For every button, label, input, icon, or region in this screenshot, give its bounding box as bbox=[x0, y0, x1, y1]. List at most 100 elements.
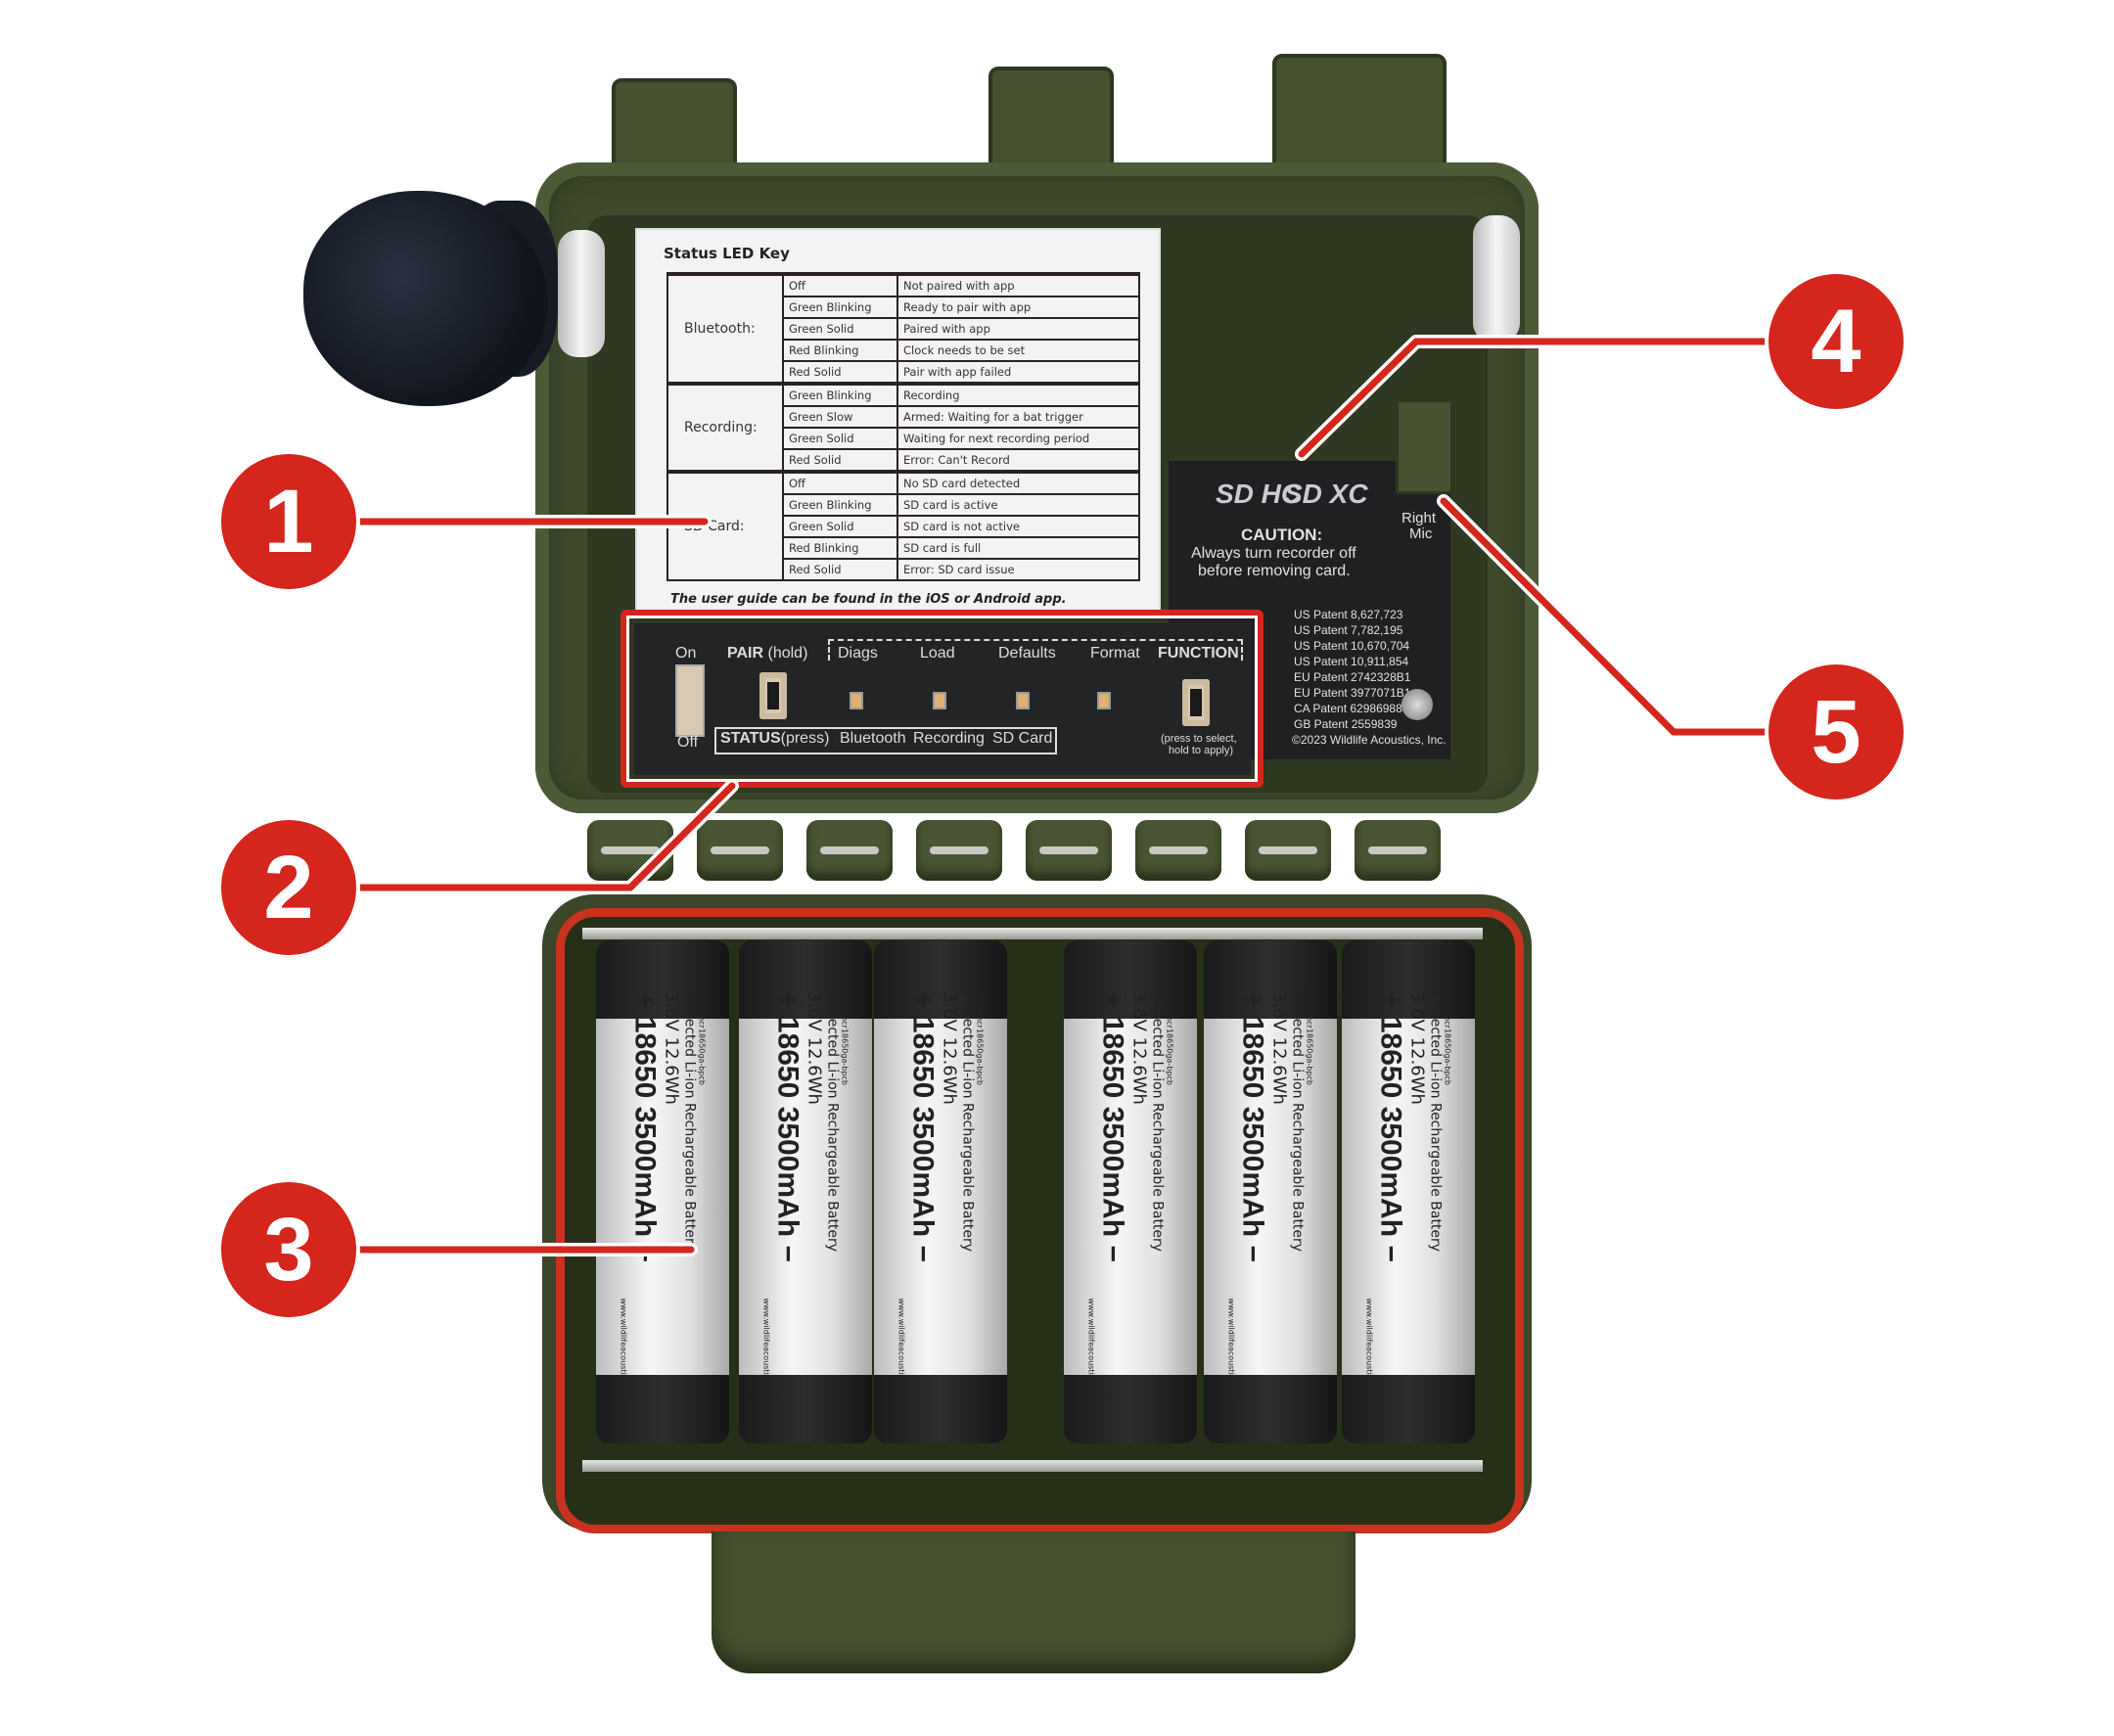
hinge-pin bbox=[1039, 846, 1098, 854]
screw bbox=[1402, 689, 1433, 720]
battery-wrap: Part#:ncr18650ga-bpcb Protected Li-ion R… bbox=[874, 991, 1007, 1402]
callout-line-5 bbox=[1440, 497, 1805, 736]
led-2 bbox=[933, 692, 946, 709]
led-state: Off bbox=[782, 272, 898, 297]
battery-wrap: Part#:ncr18650ga-bpcb Protected Li-ion R… bbox=[1342, 991, 1475, 1402]
hinge-knuckle bbox=[916, 820, 1002, 881]
hinge-knuckle bbox=[806, 820, 893, 881]
led-state: Red Blinking bbox=[782, 536, 898, 560]
led-state: Green Solid bbox=[782, 317, 898, 341]
patent-line: US Patent 10,911,854 bbox=[1294, 655, 1409, 668]
led-state: Off bbox=[782, 470, 898, 495]
led-state: Green Blinking bbox=[782, 382, 898, 407]
status-label-bold: STATUS bbox=[720, 730, 781, 747]
sdhc-logo: SD HC bbox=[1216, 479, 1302, 509]
led-state: Green Blinking bbox=[782, 493, 898, 517]
caution-line-2: before removing card. bbox=[1198, 563, 1351, 579]
led-meaning: Ready to pair with app bbox=[896, 296, 1140, 319]
patent-line: EU Patent 3977071B1 bbox=[1294, 686, 1411, 700]
function-button[interactable] bbox=[1182, 679, 1210, 726]
led-meaning: SD card is active bbox=[896, 493, 1140, 517]
pair-label: PAIR (hold) bbox=[727, 645, 807, 662]
function-group-outline bbox=[828, 639, 1243, 661]
hinge-pin bbox=[820, 846, 879, 854]
callout-4: 4 bbox=[1769, 274, 1904, 409]
battery-wrap: Part#:ncr18650ga-bpcb Protected Li-ion R… bbox=[1204, 991, 1337, 1402]
status-label: STATUS(press) bbox=[720, 730, 829, 748]
callout-5: 5 bbox=[1769, 664, 1904, 799]
battery-18650[interactable]: Part#:ncr18650ga-bpcb Protected Li-ion R… bbox=[739, 940, 872, 1443]
patent-line: US Patent 7,782,195 bbox=[1294, 623, 1403, 637]
pair-status-button[interactable] bbox=[759, 672, 787, 719]
hinge-knuckle bbox=[1026, 820, 1112, 881]
patent-line: US Patent 10,670,704 bbox=[1294, 639, 1410, 653]
caution-line-1: Always turn recorder off bbox=[1191, 545, 1356, 562]
status-group-outline bbox=[714, 727, 1057, 754]
callout-line-4-outline bbox=[1295, 335, 1808, 461]
battery-18650[interactable]: Part#:ncr18650ga-bpcb Protected Li-ion R… bbox=[874, 940, 1007, 1443]
patent-line: US Patent 8,627,723 bbox=[1294, 608, 1403, 621]
status-sd-card: SD Card bbox=[992, 730, 1053, 747]
caution-title: CAUTION: bbox=[1241, 525, 1323, 544]
battery-18650[interactable]: Part#:ncr18650ga-bpcb Protected Li-ion R… bbox=[1342, 940, 1475, 1443]
user-guide-note: The user guide can be found in the iOS o… bbox=[670, 592, 1067, 607]
hinge-knuckle bbox=[1355, 820, 1441, 881]
led-meaning: Armed: Waiting for a bat trigger bbox=[896, 405, 1140, 429]
led-group-label: Bluetooth: bbox=[666, 272, 784, 385]
function-hint-2: hold to apply) bbox=[1169, 745, 1234, 756]
hinge-pin bbox=[1149, 846, 1208, 854]
callout-1: 1 bbox=[221, 454, 356, 589]
patent-line: GB Patent 2559839 bbox=[1294, 717, 1398, 731]
callout-line-2-outline bbox=[316, 779, 739, 894]
battery-wrap: Part#:ncr18650ga-bpcb Protected Li-ion R… bbox=[596, 991, 729, 1402]
hinge-knuckle bbox=[697, 820, 783, 881]
right-mic-label-2: Mic bbox=[1409, 525, 1433, 542]
callout-2: 2 bbox=[221, 820, 356, 955]
led-meaning: Error: SD card issue bbox=[896, 558, 1140, 581]
led-meaning: Pair with app failed bbox=[896, 360, 1140, 385]
battery-18650[interactable]: Part#:ncr18650ga-bpcb Protected Li-ion R… bbox=[1064, 940, 1197, 1443]
led-state: Red Blinking bbox=[782, 339, 898, 362]
led-meaning: SD card is not active bbox=[896, 515, 1140, 538]
led-meaning: No SD card detected bbox=[896, 470, 1140, 495]
function-diags: Diags bbox=[838, 645, 878, 662]
hinge-pin bbox=[1368, 846, 1427, 854]
right-mic-label-1: Right bbox=[1402, 510, 1437, 526]
microphone-windscreen bbox=[303, 191, 548, 406]
battery-18650[interactable]: Part#:ncr18650ga-bpcb Protected Li-ion R… bbox=[1204, 940, 1337, 1443]
hinge-pin bbox=[930, 846, 988, 854]
led-state: Red Solid bbox=[782, 360, 898, 385]
control-panel: On Off PAIR (hold) Diags Load Defaults F… bbox=[634, 623, 1251, 775]
callout-line-4 bbox=[1298, 338, 1805, 458]
pair-label-bold: PAIR bbox=[727, 645, 764, 662]
battery-18650[interactable]: Part#:ncr18650ga-bpcb Protected Li-ion R… bbox=[596, 940, 729, 1443]
hinge-pin bbox=[1259, 846, 1317, 854]
led-meaning: Error: Can't Record bbox=[896, 448, 1140, 473]
function-hint-1: (press to select, bbox=[1161, 733, 1237, 745]
battery-wrap: Part#:ncr18650ga-bpcb Protected Li-ion R… bbox=[1064, 991, 1197, 1402]
hinge-pin bbox=[601, 846, 660, 854]
hinge-pin bbox=[711, 846, 769, 854]
power-switch[interactable] bbox=[675, 664, 705, 737]
hinge-knuckle bbox=[1135, 820, 1221, 881]
status-bluetooth: Bluetooth bbox=[840, 730, 906, 747]
status-label-hint: (press) bbox=[780, 730, 830, 747]
led-4 bbox=[1097, 692, 1111, 709]
hinge-knuckle bbox=[1245, 820, 1331, 881]
right-roller bbox=[1473, 215, 1520, 343]
function-label: FUNCTION bbox=[1158, 645, 1239, 662]
bottom-latch bbox=[712, 1531, 1356, 1673]
sdxc-logo: SD XC bbox=[1284, 479, 1368, 509]
